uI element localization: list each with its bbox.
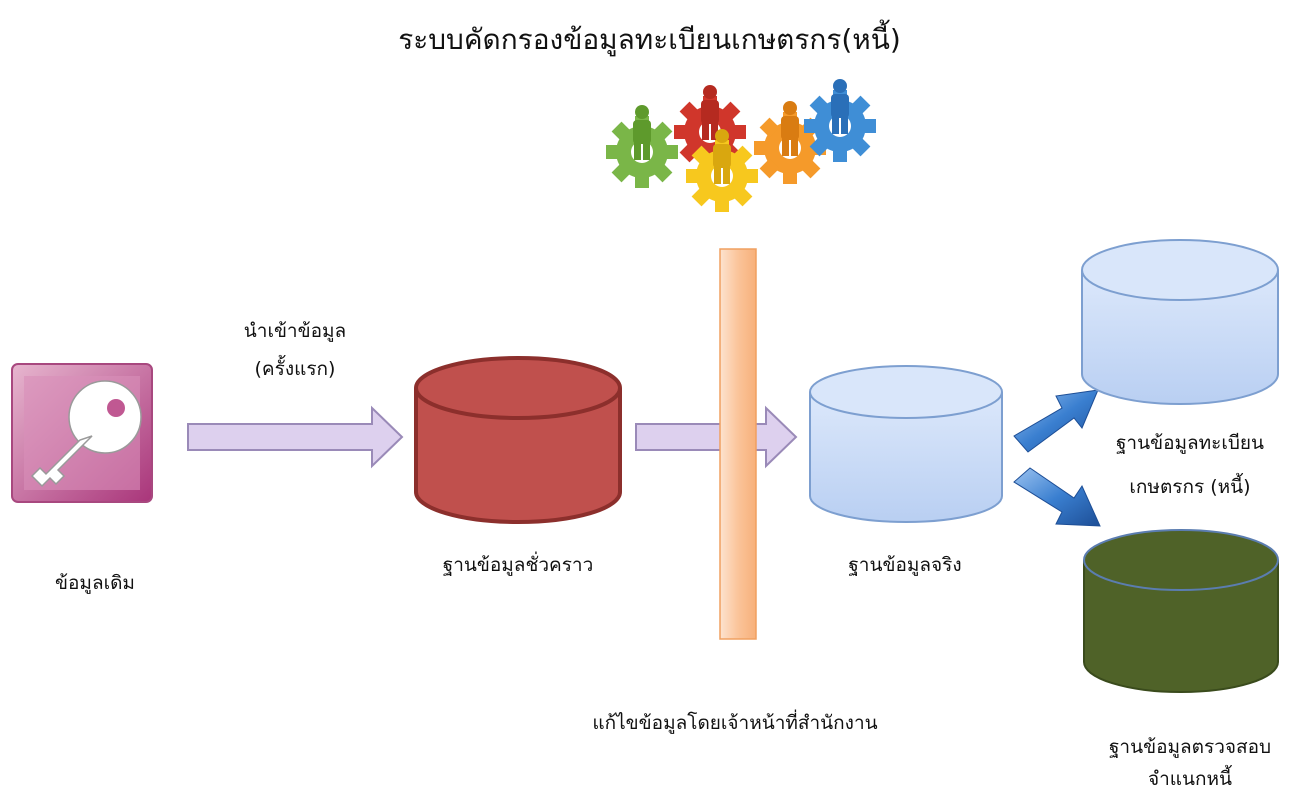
check-db-label-line2: จำแนกหนี้ [1147, 768, 1233, 790]
staff-edit-filter-bar [719, 248, 757, 640]
split-arrows [1013, 389, 1101, 527]
real-db-label: ฐานข้อมูลจริง [848, 554, 962, 576]
transfer-arrow [635, 405, 798, 469]
import-arrow [187, 405, 404, 469]
legacy-data-label: ข้อมูลเดิม [55, 572, 135, 594]
check-db-cylinder [1083, 529, 1279, 693]
temp-db-cylinder [414, 356, 622, 524]
real-db-cylinder [809, 365, 1003, 523]
registry-db-label-line1: ฐานข้อมูลทะเบียน [1115, 432, 1265, 454]
check-db-label-line1: ฐานข้อมูลตรวจสอบ [1108, 736, 1272, 758]
import-label-line2: (ครั้งแรก) [254, 358, 336, 380]
import-label-line1: นำเข้าข้อมูล [243, 320, 347, 342]
diagram-title: ระบบคัดกรองข้อมูลทะเบียนเกษตรกร(หนี้) [398, 23, 901, 56]
ms-access-key-icon [11, 363, 153, 503]
temp-db-label: ฐานข้อมูลชั่วคราว [442, 554, 594, 576]
registry-db-cylinder [1081, 239, 1279, 405]
staff-edit-label: แก้ไขข้อมูลโดยเจ้าหน้าที่สำนักงาน [592, 712, 878, 734]
people-gears-icon [606, 79, 876, 212]
registry-db-label-line2: เกษตรกร (หนี้) [1129, 476, 1251, 498]
